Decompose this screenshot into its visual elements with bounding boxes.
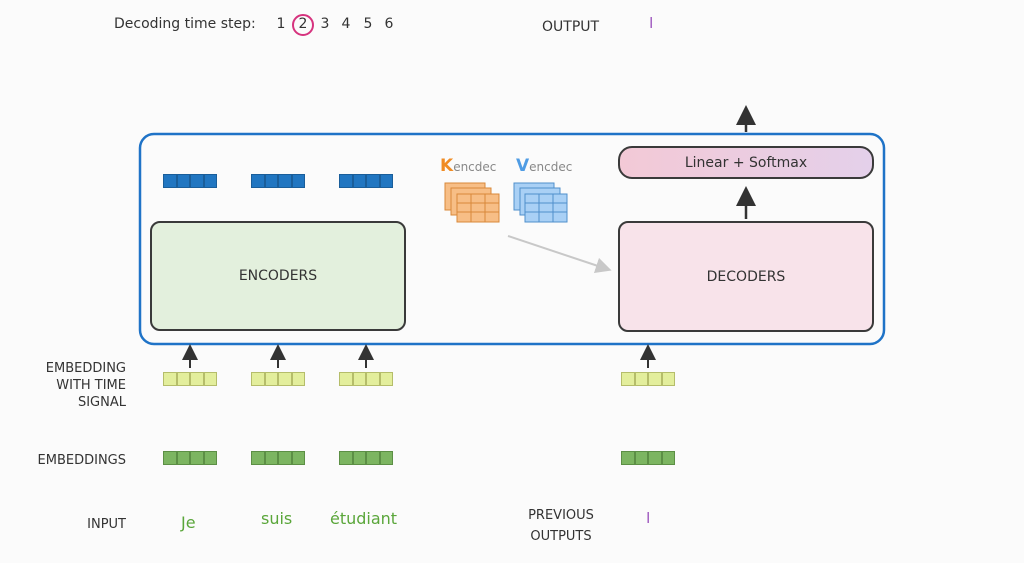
encoder-output-vector-2: [251, 174, 305, 188]
embedding-time-signal-label: EMBEDDING WITH TIME SIGNAL: [45, 361, 126, 410]
step-5: 5: [363, 16, 373, 32]
time-signal-vector-2: [251, 372, 305, 386]
output-label: OUTPUT: [542, 19, 600, 35]
k-encdec-label: Kencdec: [440, 156, 497, 176]
v-matrix-icon: [513, 182, 568, 223]
time-signal-vector-decoder: [621, 372, 675, 386]
step-4: 4: [341, 16, 351, 32]
step-2: 2: [298, 16, 308, 32]
v-encdec-label: Vencdec: [516, 156, 573, 176]
time-signal-vector-3: [339, 372, 393, 386]
step-1: 1: [276, 16, 286, 32]
embedding-vector-decoder: [621, 451, 675, 465]
kv-to-decoder-arrow: [507, 235, 612, 274]
input-word-etudiant: étudiant: [330, 509, 398, 528]
previous-output-value: I: [646, 509, 651, 527]
input-label: INPUT: [87, 517, 126, 532]
embedding-vector-3: [339, 451, 393, 465]
time-signal-vector-1: [163, 372, 217, 386]
decoders-box: DECODERS: [618, 221, 874, 332]
encoders-label: ENCODERS: [238, 268, 318, 284]
active-step-ring: [292, 14, 314, 36]
encoder-output-vector-1: [163, 174, 217, 188]
decoders-label: DECODERS: [706, 268, 786, 285]
decoding-step-label: Decoding time step:: [114, 16, 256, 32]
previous-outputs-label: PREVIOUS OUTPUTS: [528, 508, 594, 544]
embeddings-label: EMBEDDINGS: [37, 453, 126, 468]
step-3: 3: [320, 16, 330, 32]
output-value: I: [649, 14, 654, 32]
linear-softmax-box: Linear + Softmax: [618, 146, 874, 179]
input-word-suis: suis: [261, 509, 293, 528]
linear-softmax-label: Linear + Softmax: [684, 154, 808, 171]
transformer-frame: [138, 132, 886, 346]
encoder-output-vector-3: [339, 174, 393, 188]
input-word-je: Je: [181, 513, 196, 532]
encoders-box: ENCODERS: [150, 221, 406, 331]
step-6: 6: [384, 16, 394, 32]
embedding-vector-1: [163, 451, 217, 465]
k-matrix-icon: [444, 182, 500, 223]
embedding-vector-2: [251, 451, 305, 465]
